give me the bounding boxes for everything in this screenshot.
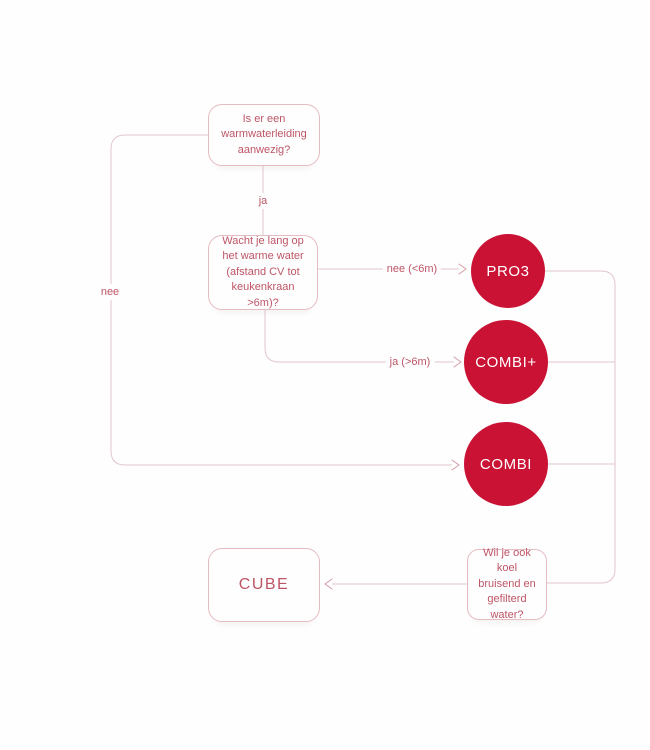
edge-nee-left-route — [110, 134, 452, 466]
combi-label: COMBI — [479, 455, 533, 473]
node-question-wait-time: Wacht je lang op het warme water (afstan… — [208, 235, 318, 310]
node-combi: COMBI — [464, 422, 548, 506]
node-question-filtered-water: Wil je ook koel bruisend en gefilterd wa… — [467, 547, 547, 621]
edge-label-ja: ja — [254, 193, 272, 209]
cube-label: CUBE — [238, 575, 290, 593]
arrowhead-into-combi — [451, 459, 460, 471]
arrowhead-into-pro3 — [458, 263, 467, 275]
edge-label-nee: nee — [96, 284, 124, 300]
question-text: Wil je ook koel bruisend en gefilterd wa… — [478, 547, 536, 621]
question-text: Is er een warmwaterleiding aanwezig? — [221, 112, 307, 156]
node-question-hot-water-line: Is er een warmwaterleiding aanwezig? — [208, 104, 320, 166]
pro3-label: PRO3 — [486, 262, 530, 280]
node-pro3: PRO3 — [471, 234, 545, 308]
arrowhead-into-combi-plus — [453, 356, 462, 368]
edge-label-nee-under-6m: nee (<6m) — [382, 261, 442, 277]
node-combi-plus: COMBI+ — [464, 320, 548, 404]
combi-plus-label: COMBI+ — [475, 353, 537, 371]
arrowhead-into-cube — [324, 578, 333, 590]
edge-q2-to-combi-plus — [264, 310, 454, 363]
edge-pro3-to-q3-collector — [545, 270, 616, 584]
edge-label-ja-over-6m: ja (>6m) — [385, 354, 435, 370]
node-cube: CUBE — [208, 548, 320, 622]
question-text: Wacht je lang op het warme water (afstan… — [222, 235, 304, 309]
